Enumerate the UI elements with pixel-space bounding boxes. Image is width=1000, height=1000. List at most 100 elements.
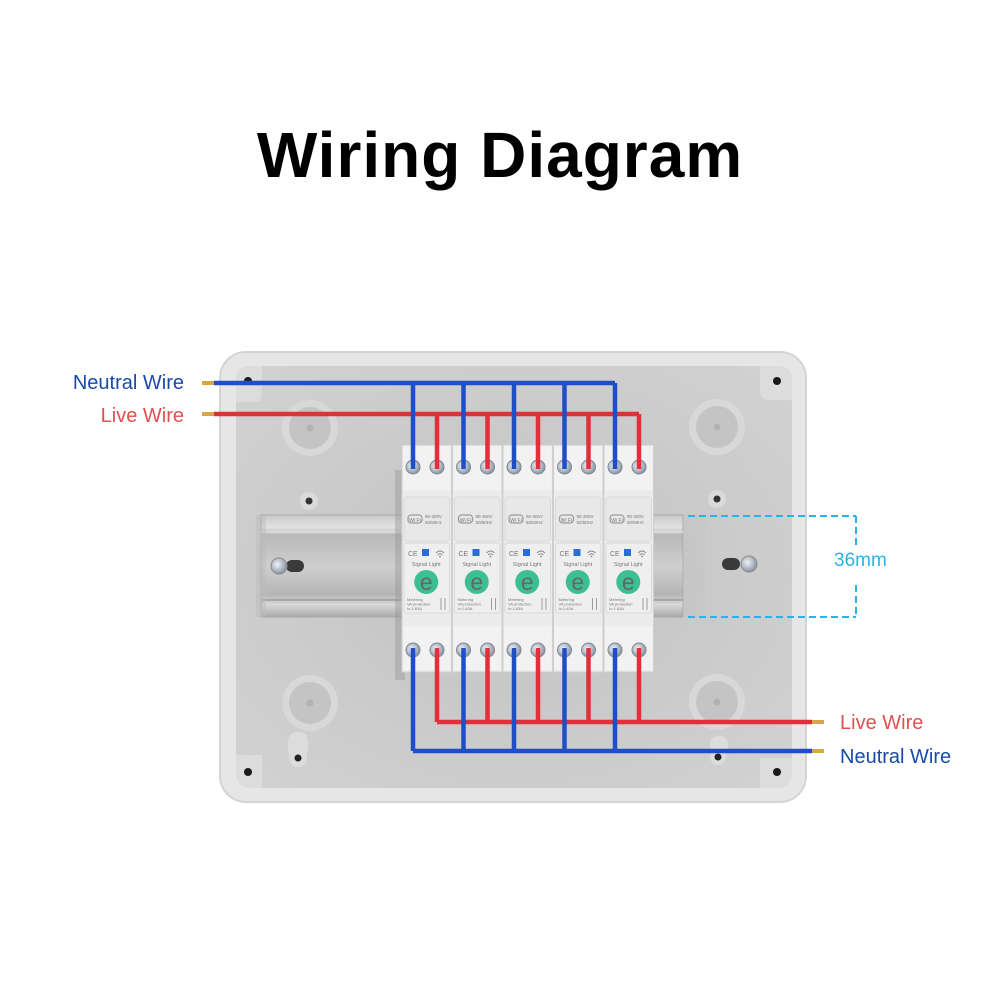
rail-slot — [286, 560, 304, 572]
mounting-hole — [773, 768, 781, 776]
frequency-rating: 50/60Hz — [627, 520, 645, 525]
ce-mark: CE — [610, 551, 620, 558]
ce-mark: CE — [459, 551, 469, 558]
signal-led-icon — [472, 549, 480, 556]
rating-panel — [403, 496, 450, 542]
wifi-badge-text: Wi Fi — [460, 518, 471, 524]
knockout-ring — [282, 675, 338, 731]
knockout-ring — [689, 674, 745, 730]
wifi-badge-text: Wi Fi — [611, 518, 622, 524]
signal-led-icon — [422, 549, 429, 556]
terminal-diagram-icon — [541, 598, 547, 610]
wifi-badge-icon — [457, 514, 474, 524]
wires — [202, 380, 824, 754]
spec-metering: Metering — [609, 597, 625, 602]
signal-light-label: Signal Light — [563, 562, 592, 568]
brand-logo-icon — [565, 570, 590, 594]
rating-panel — [454, 496, 501, 542]
din-rail-dimension-label: 36mm — [834, 550, 887, 571]
signal-light-label: Signal Light — [412, 562, 441, 568]
spec-metering: Metering — [458, 597, 474, 602]
voltage-rating: 90-300V — [476, 514, 493, 519]
knockout-ring — [689, 399, 745, 455]
wifi-badge-icon — [609, 514, 625, 524]
frequency-rating: 50/60Hz — [526, 520, 544, 525]
input-neutral-wire-label: Neutral Wire — [72, 372, 184, 394]
rating-panel — [605, 496, 652, 542]
brand-logo-letter: e — [420, 569, 433, 595]
live-wire-tip — [812, 720, 824, 724]
brand-logo-letter: e — [622, 569, 635, 595]
brand-logo-letter: e — [571, 569, 584, 595]
terminal-diagram-icon — [440, 598, 446, 610]
wifi-badge-text: Wi Fi — [561, 518, 572, 524]
signal-led-icon — [523, 549, 530, 556]
wifi-signal-icon — [587, 550, 596, 556]
wifi-badge-icon — [508, 514, 524, 524]
brand-logo-icon — [464, 570, 489, 594]
spec-protection: VA protection — [458, 602, 482, 607]
frequency-rating: 50/60Hz — [476, 520, 494, 525]
voltage-rating: 90-300V — [425, 514, 442, 519]
live-wire-tip — [202, 412, 214, 416]
spec-current: Ix:1-63A — [559, 606, 574, 611]
input-live-wire-label: Live Wire — [100, 405, 184, 427]
terminal-diagram-icon — [491, 598, 496, 610]
rating-panel — [504, 496, 551, 542]
page-title: Wiring Diagram — [256, 119, 744, 191]
brand-logo-icon — [616, 570, 641, 594]
voltage-rating: 90-300V — [526, 514, 543, 519]
spec-current: Ix:1-63A — [508, 606, 523, 611]
wifi-signal-icon — [435, 550, 445, 556]
terminal-diagram-icon — [642, 598, 648, 610]
signal-light-label: Signal Light — [614, 562, 643, 568]
wifi-signal-icon — [536, 550, 546, 556]
output-live-wire-label: Live Wire — [840, 712, 924, 734]
mounting-hole — [773, 377, 781, 385]
brand-logo-icon — [414, 570, 439, 594]
spec-current: Ix:1-63A — [407, 606, 422, 611]
spec-metering: Metering — [508, 597, 524, 602]
voltage-rating: 90-300V — [627, 514, 644, 519]
spec-protection: VA protection — [508, 602, 532, 607]
frequency-rating: 50/60Hz — [577, 520, 595, 525]
wifi-badge-text: Wi Fi — [510, 518, 521, 524]
frequency-rating: 50/60Hz — [425, 520, 443, 525]
neutral-wire-tip — [812, 749, 824, 753]
voltage-rating: 90-300V — [577, 514, 594, 519]
wifi-signal-icon — [486, 550, 495, 556]
mounting-hole — [244, 768, 252, 776]
brand-logo-letter: e — [521, 569, 534, 595]
signal-led-icon — [624, 549, 631, 556]
signal-light-label: Signal Light — [513, 562, 542, 568]
terminal-diagram-icon — [592, 598, 597, 610]
signal-led-icon — [573, 549, 581, 556]
signal-light-label: Signal Light — [462, 562, 491, 568]
spec-current: Ix:1-63A — [458, 606, 473, 611]
brand-logo-icon — [515, 570, 540, 594]
spec-protection: VA protection — [407, 602, 431, 607]
rating-panel — [555, 496, 602, 542]
rail-screw-icon — [270, 557, 288, 575]
spec-metering: Metering — [407, 597, 423, 602]
wifi-badge-icon — [407, 514, 423, 524]
spec-current: Ix:1-63A — [609, 606, 624, 611]
knockout-ring — [282, 400, 338, 456]
spec-metering: Metering — [559, 597, 575, 602]
rail-slot — [722, 558, 740, 570]
spec-protection: VA protection — [559, 602, 583, 607]
wifi-badge-icon — [558, 514, 575, 524]
output-neutral-wire-label: Neutral Wire — [840, 746, 952, 768]
wifi-badge-text: Wi Fi — [409, 518, 420, 524]
wifi-signal-icon — [637, 550, 647, 556]
ce-mark: CE — [560, 551, 570, 558]
ce-mark: CE — [509, 551, 519, 558]
dimension-marker — [688, 515, 857, 618]
